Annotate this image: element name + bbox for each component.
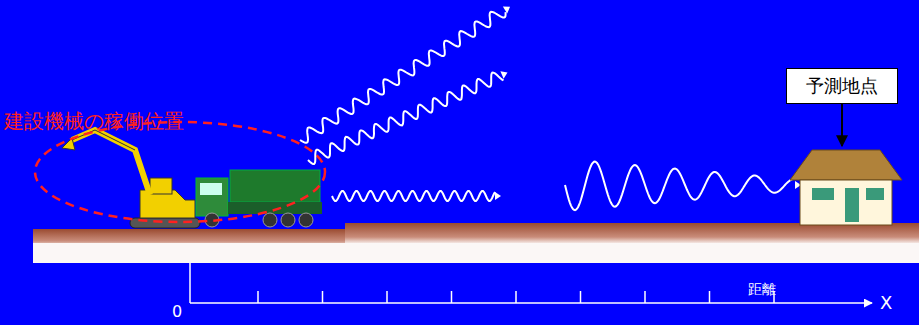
operating-area [35,122,325,222]
excavator [62,130,200,228]
wave [308,73,504,164]
axis-tick [257,291,259,303]
origin-label: 0 [172,302,182,321]
vibration-waves [300,7,801,210]
pointer-arrow [841,104,843,146]
axis-tick [709,291,711,303]
wave [332,191,495,201]
axis-tick [580,291,582,303]
wave [565,162,795,211]
box-text: 予測地点 [806,74,878,98]
house [790,150,902,225]
area-label: 建設機械の稼働位置 [4,108,184,135]
axis-label: 距離 [748,281,776,299]
axis-name: X [880,292,892,313]
wave-head [500,71,507,78]
axis-tick [451,291,453,303]
prediction-point-box: 予測地点 [786,68,898,104]
distance-axis [190,263,872,303]
axis-tick [644,291,646,303]
axis-tick [386,291,388,303]
axis-tick [322,291,324,303]
axis-tick [515,291,517,303]
wave-head [495,192,501,200]
ground-band [33,243,919,263]
wave-head [503,7,510,14]
